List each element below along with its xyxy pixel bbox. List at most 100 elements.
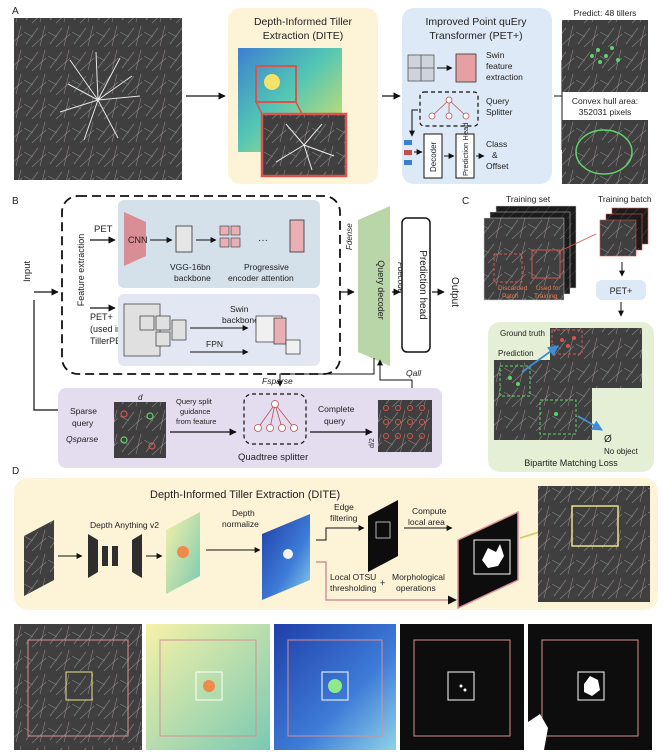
training-batch-label: Training batch [598, 194, 652, 204]
loss-label: Bipartite Matching Loss [524, 458, 618, 468]
depth-norm-plant-icon [283, 549, 293, 559]
ground-truth-label: Ground truth [500, 329, 545, 338]
discarded-label-1: Discarded [498, 285, 528, 292]
convex-hull-icon [575, 129, 633, 175]
swin-output-icon [255, 315, 301, 355]
vgg-label-2: backbone [174, 273, 211, 283]
d-half-label: d/2 [369, 438, 376, 448]
hull-label-1: Convex hull area: [572, 96, 638, 106]
depth-norm-label-1: Depth [232, 508, 255, 518]
swin-label-2: feature [486, 61, 513, 71]
pet-title-2: Transformer (PET+) [429, 30, 522, 42]
plus-label: + [380, 578, 385, 588]
depth-anything-icon [88, 534, 142, 578]
morph-label-2: operations [396, 583, 436, 593]
used-patch-box [531, 249, 561, 279]
ellipsis-label: ··· [258, 235, 268, 246]
depth-raw-plant-icon [177, 546, 189, 558]
patch-connector [557, 233, 597, 253]
f-dense-label: Fdense [345, 223, 354, 250]
pred-box-1 [499, 365, 531, 397]
dite-d-title: Depth-Informed Tiller Extraction (DITE) [150, 489, 340, 501]
fpn-label: FPN [206, 339, 223, 349]
zoom-connector [255, 101, 303, 115]
edge-roi-box [375, 521, 391, 539]
bottom-strip [14, 624, 652, 750]
pet-plus-box [596, 280, 646, 300]
pet-plus-label-2: (used in [90, 324, 122, 334]
prediction-head-b-label: Prediction head [417, 250, 428, 320]
discarded-label-2: Patch [502, 293, 519, 300]
split-label-3: from feature [176, 417, 216, 426]
query-tokens-icon [404, 140, 412, 165]
plant-highlight-icon [264, 74, 280, 90]
vgg-feature-icon [175, 225, 193, 253]
patch-grid-icon [407, 54, 435, 82]
match-arrow-1 [521, 345, 559, 373]
otsu-label-1: Local OTSU [330, 572, 376, 582]
depth-anything-label: Depth Anything v2 [90, 520, 159, 530]
feature-block-icon [455, 53, 477, 83]
arrow-d4 [316, 525, 365, 541]
gt-points-icon [560, 336, 576, 348]
complete-label-2: query [324, 416, 346, 426]
used-label-2: Training [534, 293, 558, 300]
query-tree-icon [428, 96, 470, 120]
panel-c-letter: C [462, 196, 469, 207]
swin-patches-icon [123, 303, 187, 357]
predict-points-icon [590, 46, 620, 64]
decoder-box [423, 133, 443, 179]
quadtree-icon [254, 400, 298, 432]
class-label-2: & [492, 150, 498, 160]
pet-title-1: Improved Point quEry [426, 16, 528, 28]
class-label-3: Offset [486, 161, 509, 171]
arrow-d6 [316, 561, 457, 605]
discarded-patch-box [493, 253, 523, 283]
swin-backbone-1: Swin [230, 304, 249, 314]
edge-label-1: Edge [334, 502, 354, 512]
hull-label-2: 352031 pixels [579, 107, 631, 117]
pet-plus-label-3: TillerPET) [90, 336, 130, 346]
used-label-1: Used for [536, 285, 561, 292]
complete-points-icon [383, 405, 425, 439]
d-result-box [571, 505, 619, 547]
morph-label-1: Morphological [392, 572, 445, 582]
split-label-2: guidance [180, 407, 210, 416]
depth-norm-label-2: normalize [222, 519, 259, 529]
quadtree-node-box [243, 393, 307, 445]
sparse-query-image [114, 402, 166, 458]
pred-box-2 [539, 399, 577, 435]
swin-label-3: extraction [486, 72, 523, 82]
query-splitter-box [419, 91, 479, 127]
query-decoder-label: Query decoder [376, 260, 386, 320]
feature-extraction-label: Feature extraction [76, 234, 86, 307]
sparse-points-icon [120, 410, 156, 450]
arrow-a4 [409, 109, 418, 137]
feature-extraction-box [61, 195, 341, 375]
prediction-head-label: Prediction Head [461, 123, 470, 176]
prog-label-1: Progressive [244, 262, 289, 272]
dite-title-1: Depth-Informed Tiller [254, 16, 353, 28]
query-label-2: Splitter [486, 107, 513, 117]
prediction-head-box [455, 133, 475, 179]
predict-label: Predict: 48 tillers [574, 8, 637, 18]
sparse-label-1: Sparse [70, 406, 97, 416]
vgg-label-1: VGG-16bn [170, 262, 211, 272]
edge-image [368, 500, 398, 572]
match-arrow-2 [577, 415, 603, 431]
empty-set-label: Ø [604, 434, 612, 445]
complete-query-image [378, 400, 432, 452]
no-object-label: No object [604, 447, 639, 456]
mask-roi-box [473, 539, 511, 575]
input-label: Input [22, 261, 33, 282]
query-decoder-shape [358, 206, 390, 366]
otsu-label-2: thresholding [330, 583, 377, 593]
panel-b-letter: B [12, 196, 19, 207]
panel-d-letter: D [12, 466, 19, 477]
swin-backbone-2: backbone [222, 315, 259, 325]
q-all-label: Qall [406, 368, 422, 378]
prog-label-2: encoder attention [228, 273, 294, 283]
compute-label-1: Compute [412, 506, 447, 516]
prediction-head-b [401, 217, 431, 353]
